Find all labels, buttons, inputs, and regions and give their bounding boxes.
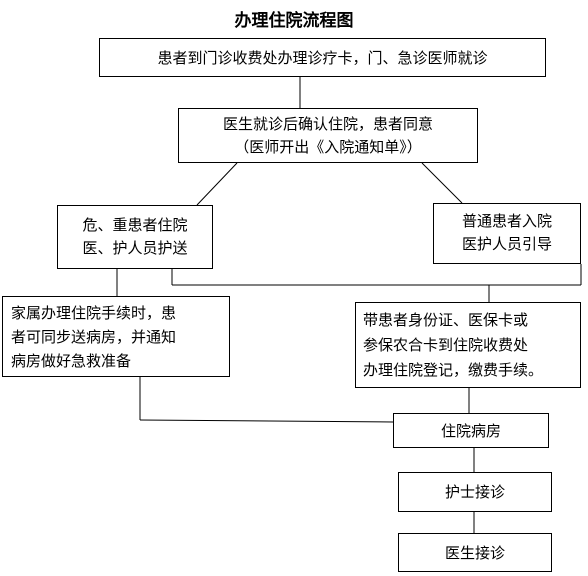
ward-box: 住院病房 — [393, 413, 549, 448]
confirm-admission-box: 医生就诊后确认住院，患者同意 （医师开出《入院通知单》） — [178, 108, 478, 163]
register-box: 患者到门诊收费处办理诊疗卡，门、急诊医师就诊 — [99, 38, 546, 77]
ward-text: 住院病房 — [440, 422, 501, 440]
register-text: 患者到门诊收费处办理诊疗卡，门、急诊医师就诊 — [157, 49, 488, 67]
billing-registration-line2: 参保农合卡到住院收费处 — [363, 336, 529, 354]
chart-title: 办理住院流程图 — [234, 11, 354, 31]
critical-patient-box: 危、重患者住院 医、护人员护送 — [57, 205, 213, 269]
doctor-text: 医生接诊 — [444, 544, 505, 562]
confirm-admission-line1: 医生就诊后确认住院，患者同意 — [222, 115, 433, 133]
billing-registration-line3: 办理住院登记，缴费手续。 — [363, 361, 544, 379]
billing-registration-line1: 带患者身份证、医保卡或 — [363, 311, 529, 329]
nurse-box: 护士接诊 — [398, 472, 552, 512]
nurse-text: 护士接诊 — [444, 483, 505, 501]
normal-patient-box: 普通患者入院 医护人员引导 — [433, 203, 581, 264]
confirm-admission-line2: （医师开出《入院通知单》） — [234, 138, 422, 156]
connector-confirm-critical — [196, 162, 238, 206]
normal-patient-line1: 普通患者入院 — [461, 212, 552, 230]
family-procedure-line1: 家属办理住院手续时，患 — [11, 304, 177, 322]
critical-patient-line1: 危、重患者住院 — [82, 216, 188, 234]
connector-confirm-normal — [421, 162, 463, 204]
billing-registration-box: 带患者身份证、医保卡或 参保农合卡到住院收费处 办理住院登记，缴费手续。 — [355, 302, 581, 388]
family-procedure-box: 家属办理住院手续时，患 者可同步送病房，并通知 病房做好急救准备 — [2, 296, 230, 377]
doctor-box: 医生接诊 — [398, 533, 552, 572]
normal-patient-line2: 医护人员引导 — [461, 235, 552, 253]
critical-patient-line2: 医、护人员护送 — [82, 239, 188, 257]
family-procedure-line3: 病房做好急救准备 — [11, 352, 132, 370]
connector-family-ward — [139, 419, 394, 423]
family-procedure-line2: 者可同步送病房，并通知 — [11, 328, 177, 346]
